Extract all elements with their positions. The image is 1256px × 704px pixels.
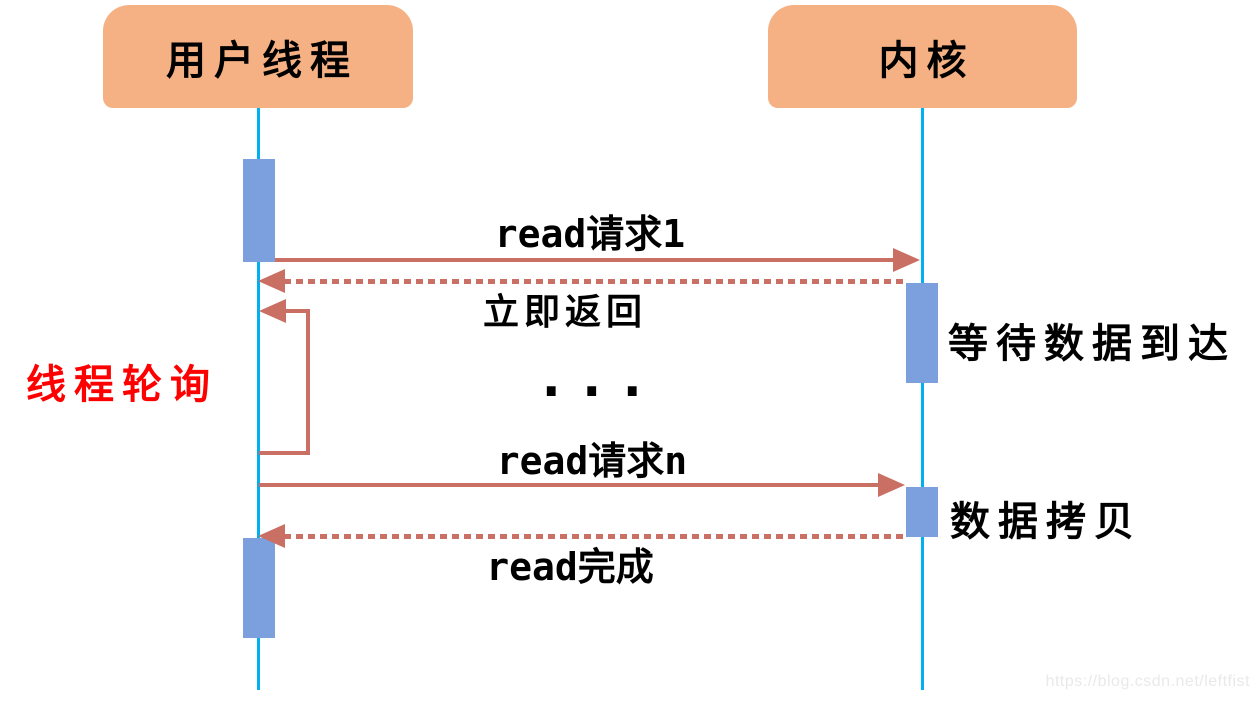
message-label-read-request-n: read请求n	[496, 439, 688, 483]
message-label-immediate-return: 立即返回	[482, 291, 647, 332]
message-arrow-read-request-n	[259, 483, 879, 487]
annotation-data-copy: 数据拷贝	[950, 500, 1142, 544]
arrowhead-left-icon	[258, 524, 285, 548]
lifeline-user-thread	[257, 108, 260, 690]
arrowhead-left-icon	[259, 299, 286, 323]
activation-bar-user-2	[243, 538, 275, 638]
message-arrow-read-complete	[284, 534, 906, 539]
arrowhead-left-icon	[258, 269, 285, 293]
self-loop-top-line	[285, 309, 310, 313]
activation-bar-kernel-1	[906, 283, 938, 383]
arrowhead-right-icon	[893, 248, 920, 272]
message-label-read-complete: read完成	[486, 545, 654, 589]
lifeline-label-user-thread: 用户线程	[166, 38, 358, 83]
annotation-thread-polling: 线程轮询	[26, 363, 218, 407]
annotation-wait-for-data: 等待数据到达	[948, 322, 1236, 366]
activation-bar-kernel-2	[906, 487, 938, 537]
message-arrow-immediate-return	[284, 279, 906, 284]
activation-bar-user-1	[243, 159, 275, 262]
lifeline-kernel	[921, 108, 924, 690]
self-loop-right-line	[306, 309, 310, 455]
arrowhead-right-icon	[878, 473, 905, 497]
watermark-url: https://blog.csdn.net/leftfist	[1045, 673, 1250, 690]
message-arrow-read-request-1	[275, 258, 895, 262]
lifeline-header-kernel: 内核	[768, 5, 1077, 108]
lifeline-label-kernel: 内核	[878, 38, 975, 83]
self-loop-bottom-line	[259, 451, 310, 455]
lifeline-header-user-thread: 用户线程	[103, 5, 413, 108]
message-label-read-request-1: read请求1	[494, 212, 686, 256]
ellipsis-label: ...	[535, 346, 657, 409]
